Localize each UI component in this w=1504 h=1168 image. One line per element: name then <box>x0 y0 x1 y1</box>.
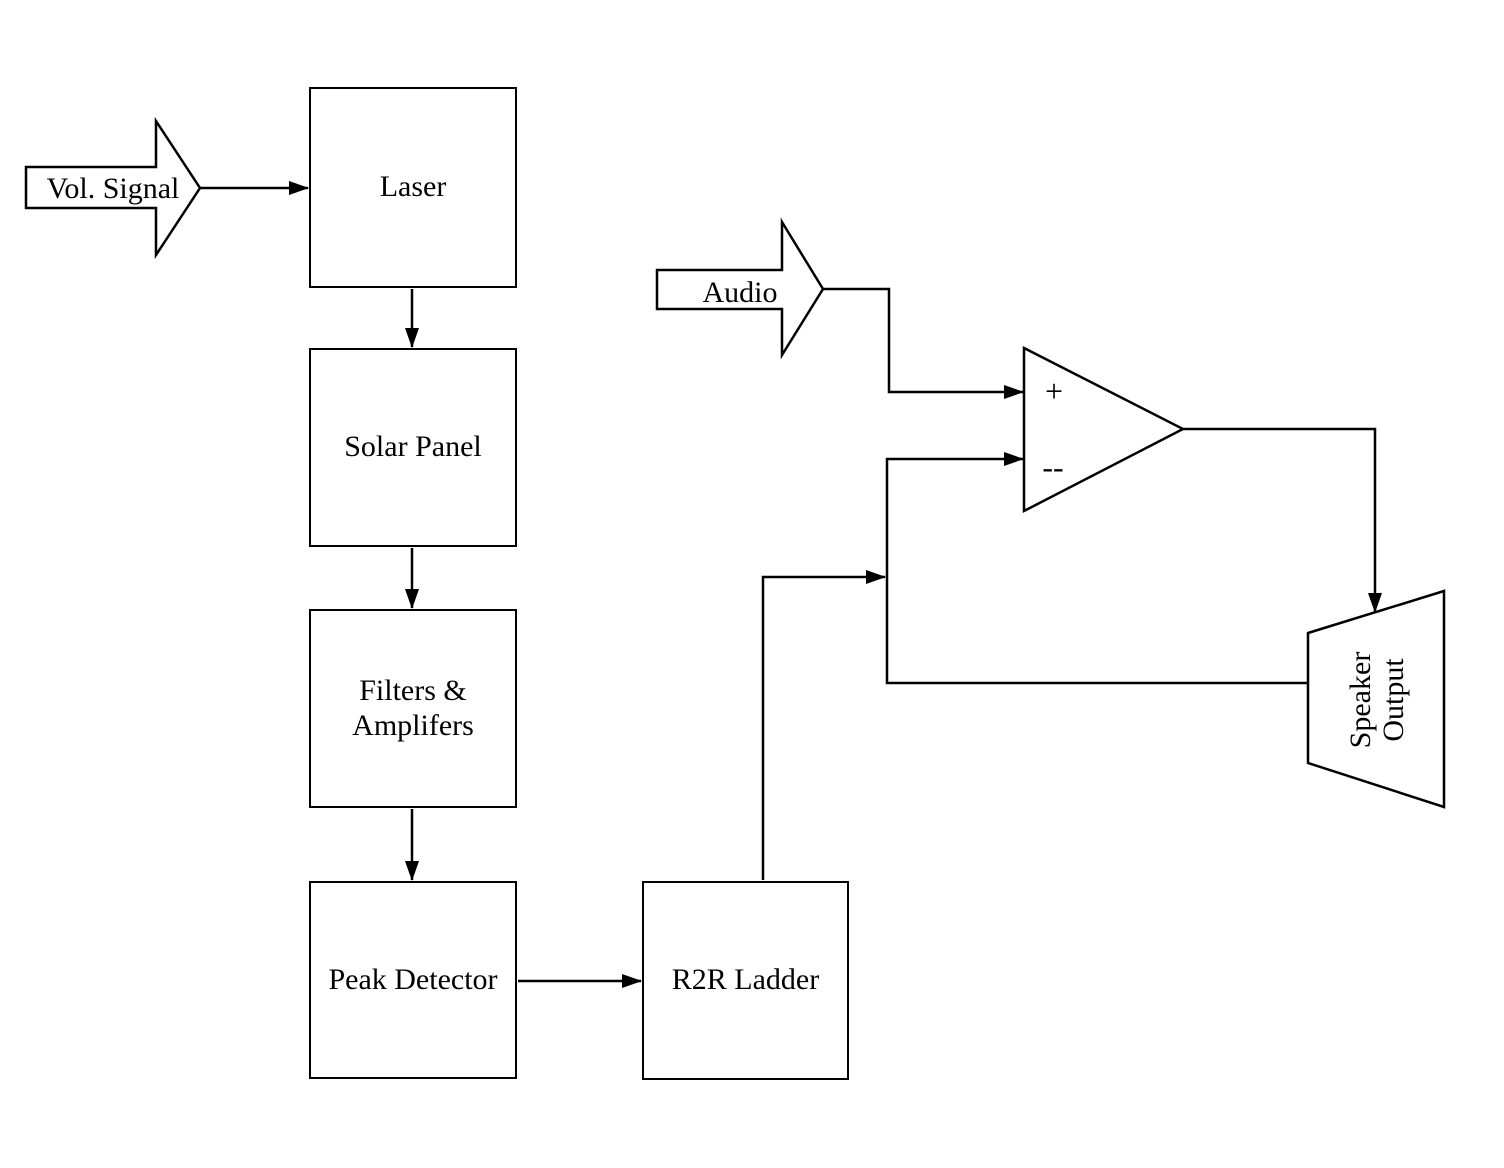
r2r-ladder-box: R2R Ladder <box>642 881 849 1080</box>
filters-amplifiers-box-label: Filters & Amplifers <box>352 674 474 742</box>
laser-box-label: Laser <box>379 170 447 204</box>
peak-detector-box: Peak Detector <box>309 881 517 1079</box>
connector-audio-to-opamp-plus <box>823 287 1024 399</box>
solar-panel-box-label: Solar Panel <box>344 430 482 464</box>
opamp-triangle <box>1022 345 1186 514</box>
filters-amplifiers-box: Filters & Amplifers <box>309 609 517 808</box>
audio-arrow-shape <box>655 217 825 360</box>
speaker-trapezoid <box>1306 589 1446 809</box>
peak-detector-box-label: Peak Detector <box>328 962 498 996</box>
laser-box: Laser <box>309 87 517 288</box>
connector-opamp-output-to-speaker <box>1183 427 1382 613</box>
connector-r2r-ladder-to-minus-line <box>761 570 886 880</box>
vol-signal-arrow-shape <box>24 116 202 260</box>
r2r-ladder-box-label: R2R Ladder <box>671 963 820 997</box>
solar-panel-box: Solar Panel <box>309 348 517 547</box>
connector-speaker-feedback-to-opamp-minus <box>885 452 1308 685</box>
